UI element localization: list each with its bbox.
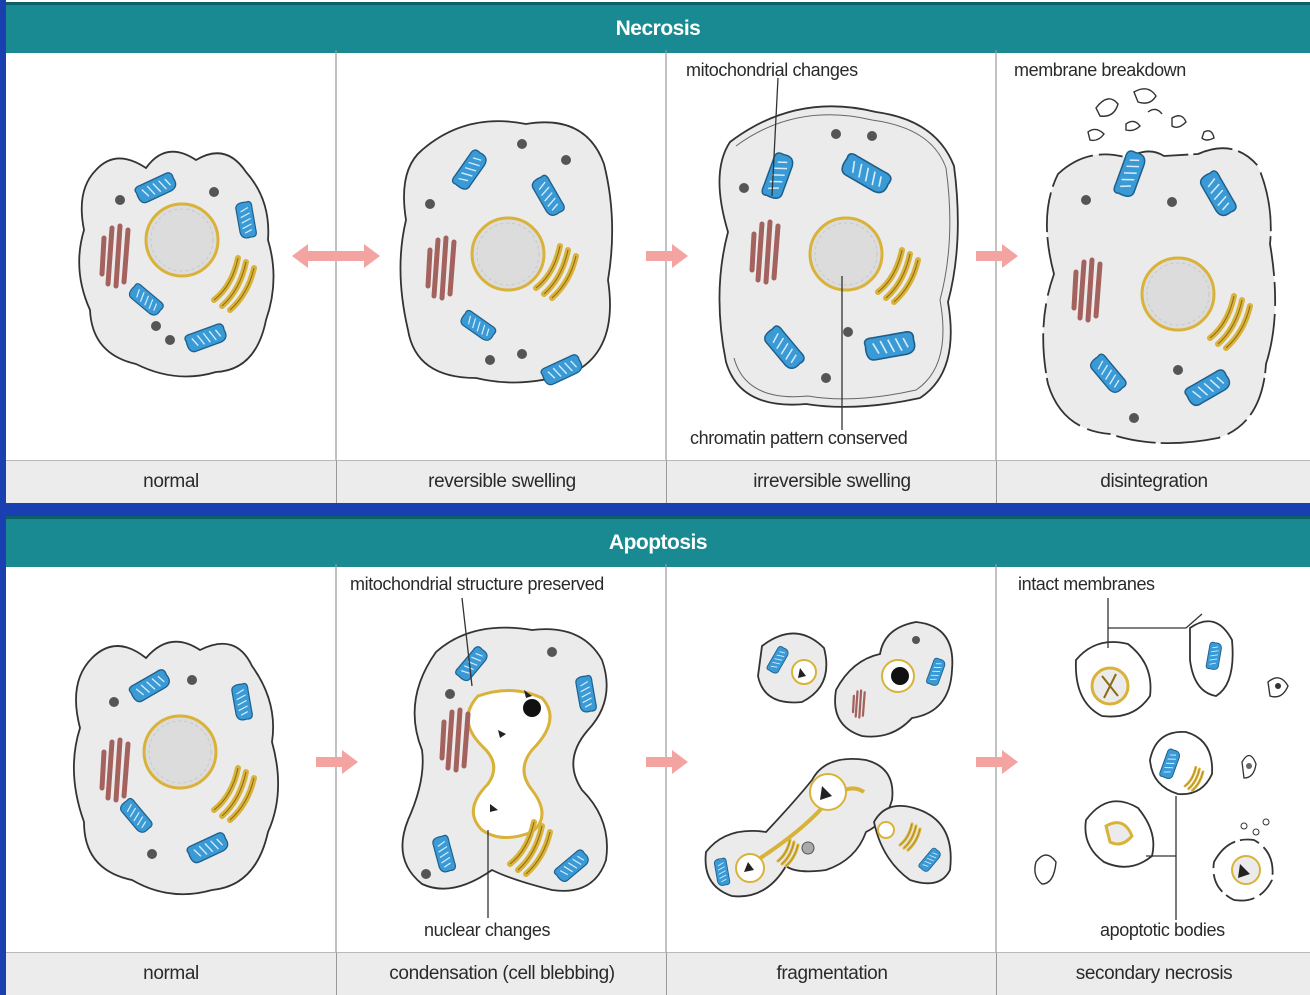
label-chromatin-conserved: chromatin pattern conserved: [690, 428, 907, 449]
label-apoptotic-bodies: apoptotic bodies: [1100, 920, 1225, 941]
apoptosis-arrow-2: [646, 750, 688, 774]
membrane-fragments: [1088, 89, 1214, 141]
label-mito-preserved: mitochondrial structure preserved: [350, 574, 604, 595]
apoptosis-condensation-cell: [402, 628, 607, 891]
apoptosis-secondary-necrosis: [1035, 621, 1288, 900]
caption-irreversible-swelling: irreversible swelling: [666, 460, 997, 503]
caption-apoptosis-normal: normal: [6, 952, 336, 995]
label-membrane-breakdown: membrane breakdown: [1014, 60, 1186, 81]
caption-disintegration: disintegration: [996, 460, 1310, 503]
caption-secondary-necrosis: secondary necrosis: [996, 952, 1310, 995]
apoptosis-arrow-1: [316, 750, 358, 774]
label-nuclear-changes: nuclear changes: [424, 920, 550, 941]
apoptosis-fragmentation: [706, 622, 953, 896]
necrosis-arrow-3: [976, 244, 1018, 268]
caption-fragmentation: fragmentation: [666, 952, 997, 995]
necrosis-swelling-cell: [400, 121, 612, 387]
label-intact-membranes: intact membranes: [1018, 574, 1155, 595]
caption-necrosis-normal: normal: [6, 460, 336, 503]
necrosis-normal-cell: [79, 152, 273, 377]
diagram-frame: Necrosis Apoptosis: [6, 0, 1310, 994]
necrosis-disintegration-cell: [1043, 148, 1275, 443]
apoptosis-normal-cell: [74, 642, 278, 895]
apoptosis-arrow-3: [976, 750, 1018, 774]
caption-condensation: condensation (cell blebbing): [336, 952, 667, 995]
caption-reversible-swelling: reversible swelling: [336, 460, 667, 503]
necrosis-irreversible-cell: [719, 106, 957, 407]
necrosis-arrow-2: [646, 244, 688, 268]
label-mitochondrial-changes: mitochondrial changes: [686, 60, 858, 81]
